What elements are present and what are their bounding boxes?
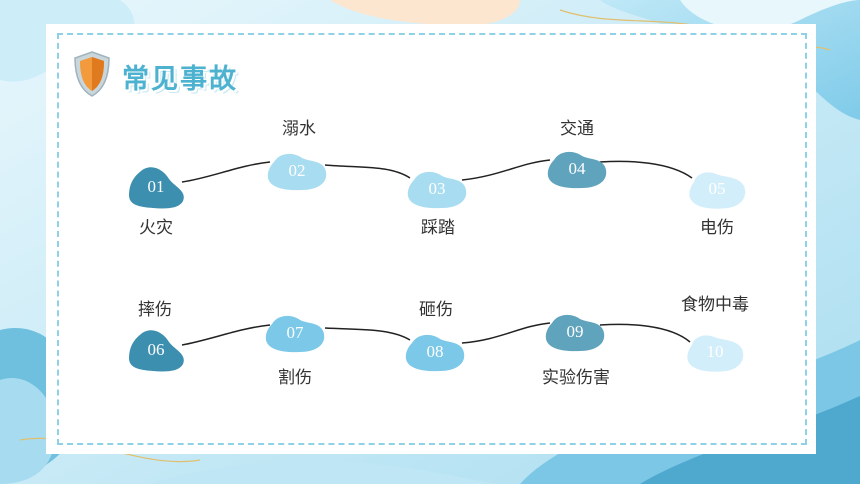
label-01: 火灾 <box>139 218 173 238</box>
connector-09-10 <box>599 323 691 343</box>
blob-shape <box>407 171 467 209</box>
node-04[interactable]: 04 <box>546 148 608 190</box>
label-10: 食物中毒 <box>681 295 749 315</box>
blob-shape <box>129 330 184 372</box>
connector-04-05 <box>599 160 693 179</box>
node-number: 10 <box>706 342 724 361</box>
node-number: 02 <box>288 161 306 180</box>
label-03: 踩踏 <box>421 218 455 238</box>
node-08[interactable]: 08 <box>404 331 466 373</box>
node-number: 08 <box>426 342 444 361</box>
dashed-frame <box>57 33 807 445</box>
blob-shape <box>687 335 744 372</box>
blob-shape <box>267 153 327 191</box>
title-group: 常见事故 <box>72 50 238 102</box>
label-08: 砸伤 <box>419 300 453 320</box>
label-07: 割伤 <box>278 368 312 388</box>
node-06[interactable]: 06 <box>127 328 185 372</box>
label-04: 交通 <box>560 119 594 139</box>
node-10[interactable]: 10 <box>684 331 746 373</box>
label-02: 溺水 <box>282 119 316 139</box>
connector-07-08 <box>324 327 411 341</box>
blob-shape <box>689 172 746 209</box>
node-number: 03 <box>428 179 446 198</box>
node-02[interactable]: 02 <box>266 150 328 192</box>
node-number: 05 <box>708 179 726 198</box>
connector-02-03 <box>324 164 411 179</box>
node-number: 01 <box>147 177 165 196</box>
node-number: 06 <box>147 340 165 359</box>
label-05: 电伤 <box>700 218 734 238</box>
content-card <box>46 24 816 454</box>
node-03[interactable]: 03 <box>406 168 468 210</box>
shield-icon <box>72 50 112 102</box>
node-09[interactable]: 09 <box>544 311 606 353</box>
blob-shape <box>129 167 184 209</box>
label-06: 摔伤 <box>138 300 172 320</box>
connector-01-02 <box>181 161 271 183</box>
node-number: 09 <box>566 322 584 341</box>
blob-shape <box>265 315 325 353</box>
node-01[interactable]: 01 <box>127 165 185 209</box>
blob-shape <box>405 334 465 372</box>
label-09: 实验伤害 <box>542 368 610 388</box>
node-07[interactable]: 07 <box>264 312 326 354</box>
connector-03-04 <box>461 159 551 181</box>
node-number: 07 <box>286 323 304 342</box>
node-05[interactable]: 05 <box>686 168 748 210</box>
connector-08-09 <box>461 322 551 344</box>
page-title: 常见事故 <box>122 63 238 95</box>
node-number: 04 <box>568 159 586 178</box>
blob-shape <box>547 151 607 189</box>
connector-06-07 <box>181 324 271 346</box>
blob-shape <box>545 314 605 352</box>
